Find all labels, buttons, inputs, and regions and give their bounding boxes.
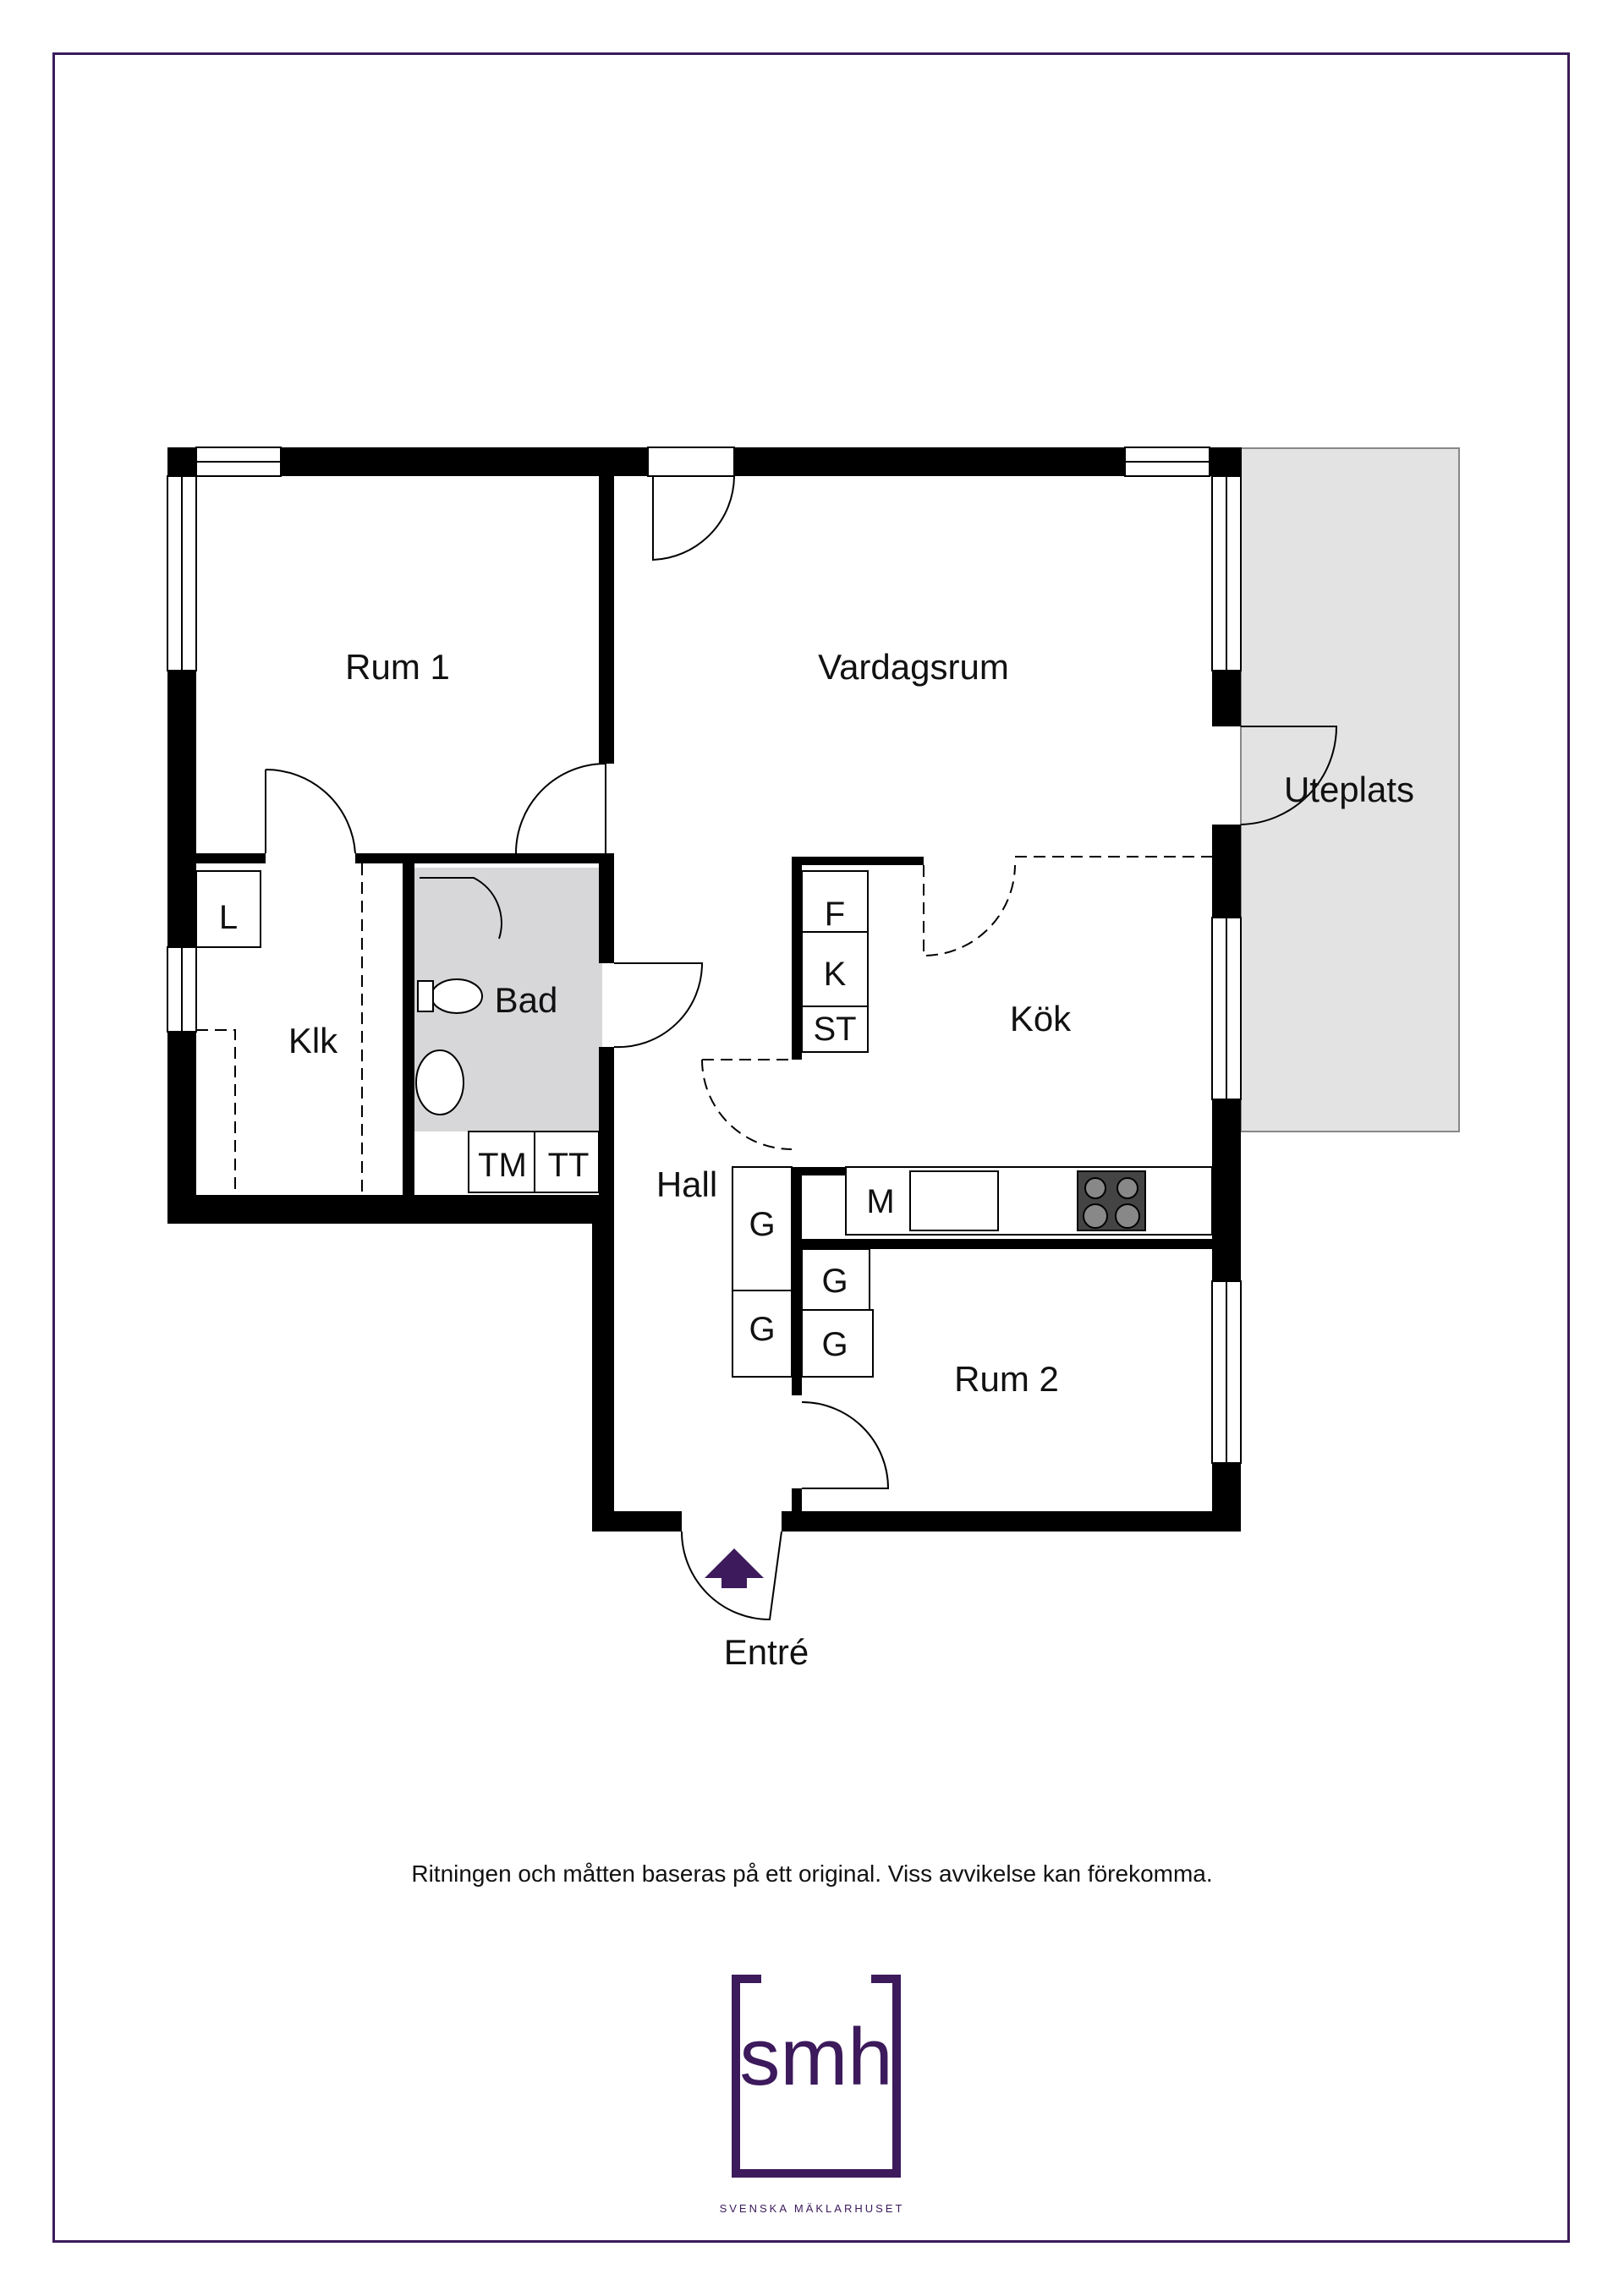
label-klk: Klk	[288, 1021, 338, 1060]
entry-arrow-icon	[705, 1548, 764, 1588]
label-fridge: F	[825, 896, 845, 933]
rum2-wardrobe-1	[801, 1248, 870, 1311]
label-freezer: K	[824, 956, 847, 993]
label-entre: Entré	[724, 1632, 809, 1672]
label-uteplats: Uteplats	[1284, 770, 1414, 809]
label-microwave: M	[866, 1183, 894, 1220]
windows	[167, 447, 1242, 1464]
rum2-wardrobe-2	[801, 1309, 874, 1378]
linen-cabinet	[195, 870, 261, 948]
label-washer: TM	[478, 1147, 527, 1184]
fixtures	[195, 870, 1213, 1378]
logo-text: smh	[739, 2012, 892, 2102]
fridge	[801, 870, 869, 933]
label-hall-wardrobe-1: G	[749, 1206, 775, 1243]
label-hall-wardrobe-2: G	[749, 1311, 775, 1348]
freezer	[801, 931, 869, 1007]
label-linen: L	[219, 899, 238, 936]
label-rum1: Rum 1	[345, 647, 450, 687]
label-dryer: TT	[548, 1147, 590, 1184]
label-rum2-wardrobe-1: G	[821, 1263, 848, 1300]
label-hall: Hall	[656, 1164, 717, 1204]
label-rum2-wardrobe-2: G	[821, 1326, 848, 1363]
dryer	[534, 1131, 600, 1193]
logo-subtitle: SVENSKA MÄKLARHUSET	[719, 2202, 905, 2215]
toilet	[431, 978, 483, 1014]
cabinet-st	[801, 1006, 869, 1053]
page-border	[52, 52, 1570, 2243]
label-cabinet-st: ST	[813, 1011, 856, 1048]
washer	[468, 1131, 535, 1193]
label-kok: Kök	[1010, 999, 1072, 1038]
walls	[167, 447, 1242, 1532]
washbasin	[415, 1049, 464, 1115]
label-bad: Bad	[495, 980, 558, 1020]
uteplats-area	[1240, 447, 1460, 1132]
kitchen-counter	[845, 1166, 1213, 1236]
hall-wardrobe-2	[732, 1290, 793, 1378]
disclaimer-text: Ritningen och måtten baseras på ett orig…	[411, 1860, 1213, 1887]
hall-wardrobe-1	[732, 1166, 793, 1291]
label-vardagsrum: Vardagsrum	[818, 647, 1009, 687]
sink	[909, 1170, 999, 1231]
label-rum2: Rum 2	[954, 1359, 1059, 1399]
smh-logo: smh	[732, 1974, 901, 2178]
doors	[196, 475, 1338, 1621]
